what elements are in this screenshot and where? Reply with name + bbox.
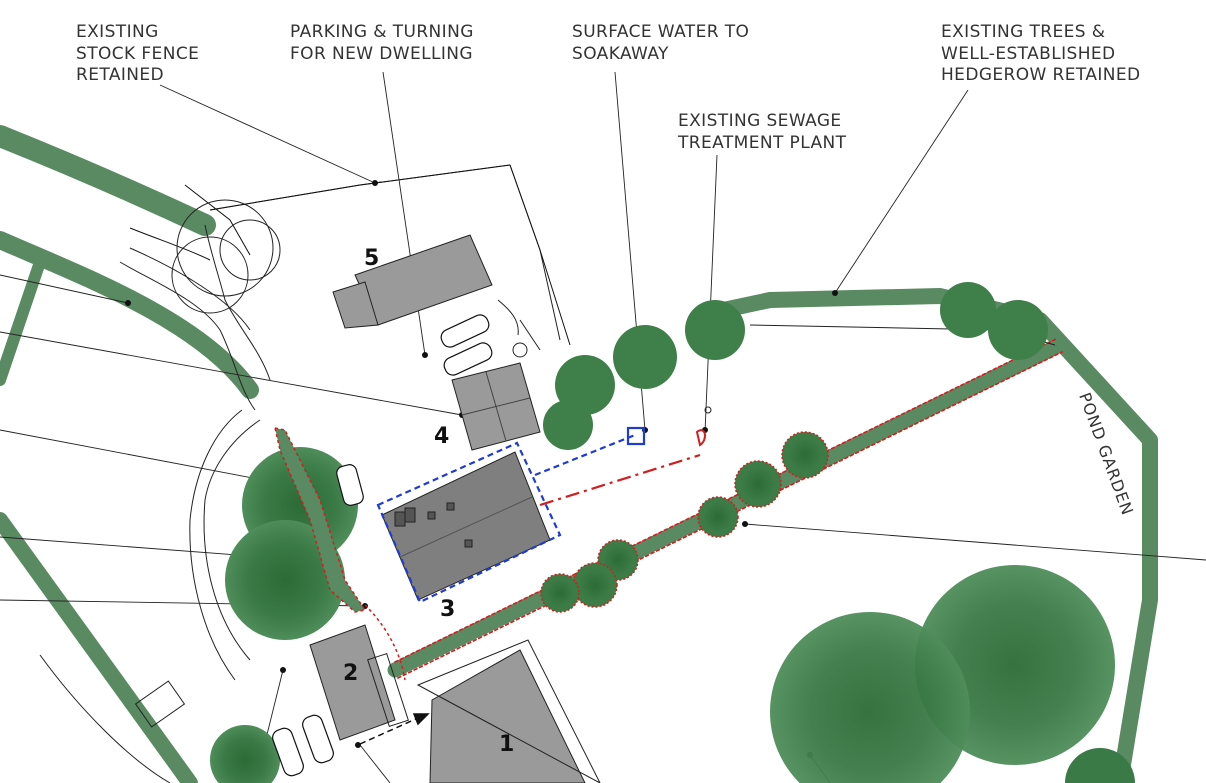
- parking-line-1: PARKING & TURNING: [290, 22, 474, 42]
- sewage-line-1: EXISTING SEWAGE: [678, 111, 842, 131]
- building-number-4: 4: [434, 424, 450, 449]
- new-trees: [540, 431, 829, 613]
- existing-tree-outlines: [171, 199, 281, 314]
- sewage-label: EXISTING SEWAGE TREATMENT PLANT: [678, 111, 846, 154]
- surface-water-label: SURFACE WATER TO SOAKAWAY: [572, 22, 749, 65]
- stock-fence-line-3: RETAINED: [76, 65, 165, 85]
- sewage-pipe: [539, 429, 706, 507]
- surface-water-line-1: SURFACE WATER TO: [572, 22, 750, 42]
- building-5: [332, 234, 493, 329]
- sewage-line-2: TREATMENT PLANT: [678, 132, 847, 153]
- blue-dashed-extent: [376, 426, 646, 604]
- building-1: [416, 639, 601, 783]
- new-hedge-west: [274, 427, 406, 681]
- building-4: [451, 362, 541, 451]
- access-arrow: [359, 713, 430, 745]
- trees-line-2: WELL-ESTABLISHED: [941, 43, 1116, 64]
- parking-line-2: FOR NEW DWELLING: [290, 43, 473, 64]
- parking-label: PARKING & TURNING FOR NEW DWELLING: [290, 22, 474, 65]
- stock-fence-line-2: STOCK FENCE: [76, 43, 200, 64]
- stock-fence-label: EXISTING STOCK FENCE RETAINED: [76, 22, 199, 87]
- building-2: [309, 624, 409, 741]
- parked-cars: [272, 314, 493, 777]
- stock-fence: [129, 164, 571, 346]
- building-3: [381, 451, 551, 601]
- trees-line-3: HEDGEROW RETAINED: [941, 65, 1141, 85]
- trees-hedgerow-label: EXISTING TREES & WELL-ESTABLISHED HEDGER…: [941, 22, 1141, 87]
- building-number-3: 3: [440, 597, 456, 622]
- surface-water-line-2: SOAKAWAY: [572, 43, 669, 64]
- large-trees: [210, 565, 1135, 783]
- building-number-1: 1: [499, 732, 515, 757]
- stock-fence-line-1: EXISTING: [76, 22, 159, 42]
- building-number-5: 5: [364, 246, 380, 271]
- building-number-2: 2: [343, 661, 359, 686]
- site-details: [497, 299, 712, 414]
- trees-line-1: EXISTING TREES &: [941, 22, 1106, 42]
